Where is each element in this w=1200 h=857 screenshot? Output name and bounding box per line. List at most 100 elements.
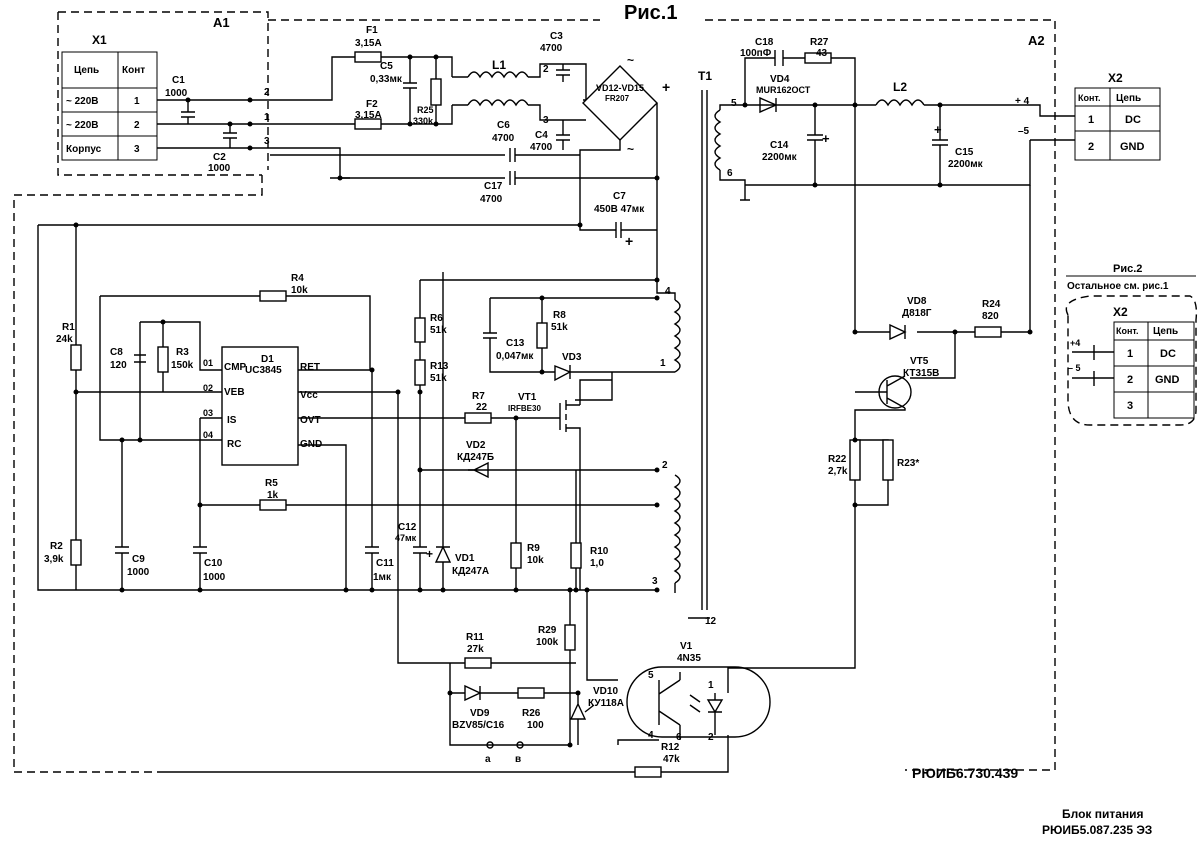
svg-text:FR207: FR207 bbox=[605, 94, 630, 103]
svg-text:C8: C8 bbox=[110, 347, 123, 358]
svg-text:51k: 51k bbox=[551, 322, 568, 333]
svg-text:100k: 100k bbox=[536, 637, 559, 648]
svg-text:GND: GND bbox=[1155, 374, 1180, 386]
svg-text:03: 03 bbox=[203, 408, 213, 418]
svg-text:1: 1 bbox=[1127, 348, 1133, 360]
block-a1-label: А1 bbox=[213, 15, 230, 30]
svg-text:2200мк: 2200мк bbox=[762, 152, 798, 163]
svg-text:~: ~ bbox=[627, 142, 634, 156]
output-section bbox=[719, 50, 1075, 693]
svg-text:R5: R5 bbox=[265, 478, 278, 489]
svg-text:R9: R9 bbox=[527, 543, 540, 554]
figure-title: Рис.1 bbox=[624, 2, 677, 24]
svg-text:47k: 47k bbox=[663, 754, 680, 765]
svg-text:C10: C10 bbox=[204, 558, 223, 569]
svg-text:1000: 1000 bbox=[203, 572, 226, 583]
svg-text:T1: T1 bbox=[698, 69, 712, 83]
svg-text:+ 4: + 4 bbox=[1015, 96, 1030, 107]
svg-text:24k: 24k bbox=[56, 334, 73, 345]
svg-text:R8: R8 bbox=[553, 310, 566, 321]
svg-text:L1: L1 bbox=[492, 58, 506, 72]
svg-text:R22: R22 bbox=[828, 454, 847, 465]
svg-text:R12: R12 bbox=[661, 742, 680, 753]
x1-cell: ~ 220В bbox=[66, 96, 99, 107]
svg-text:2: 2 bbox=[1127, 374, 1133, 386]
svg-text:22: 22 bbox=[476, 402, 488, 413]
document-code: РЮИБ6.730.439 bbox=[912, 765, 1018, 781]
svg-text:330k: 330k bbox=[413, 116, 434, 126]
input-filter bbox=[157, 51, 658, 280]
x1-cell: 1 bbox=[134, 96, 140, 107]
transformer-t1 bbox=[673, 90, 722, 610]
svg-text:+: + bbox=[662, 79, 670, 95]
svg-text:Д818Г: Д818Г bbox=[902, 308, 932, 319]
x1-cell: 2 bbox=[134, 120, 140, 131]
svg-text:X2: X2 bbox=[1113, 305, 1128, 319]
svg-text:C15: C15 bbox=[955, 147, 974, 158]
svg-text:RET: RET bbox=[300, 362, 320, 373]
control-section bbox=[37, 224, 729, 778]
svg-text:3,9k: 3,9k bbox=[44, 554, 64, 565]
svg-text:3: 3 bbox=[543, 115, 549, 126]
svg-text:450В 47мк: 450В 47мк bbox=[594, 204, 645, 215]
svg-text:C18: C18 bbox=[755, 37, 774, 48]
svg-text:–5: –5 bbox=[1018, 126, 1030, 137]
svg-text:C1: C1 bbox=[172, 75, 185, 86]
svg-text:– 5: – 5 bbox=[1068, 363, 1081, 373]
svg-text:C13: C13 bbox=[506, 338, 525, 349]
svg-text:КТ315В: КТ315В bbox=[903, 368, 939, 379]
svg-text:Конт.: Конт. bbox=[1116, 326, 1139, 336]
svg-text:2200мк: 2200мк bbox=[948, 159, 984, 170]
svg-text:C9: C9 bbox=[132, 554, 145, 565]
svg-text:Конт.: Конт. bbox=[1078, 93, 1101, 103]
svg-text:43: 43 bbox=[816, 48, 828, 59]
footer-code: РЮИБ5.087.235 ЭЗ bbox=[1042, 823, 1152, 837]
svg-text:VT1: VT1 bbox=[518, 392, 537, 403]
svg-text:1000: 1000 bbox=[127, 567, 150, 578]
svg-text:4: 4 bbox=[665, 286, 671, 297]
svg-text:+4: +4 bbox=[1070, 338, 1080, 348]
svg-text:51k: 51k bbox=[430, 325, 447, 336]
svg-text:R24: R24 bbox=[982, 299, 1001, 310]
svg-text:47мк: 47мк bbox=[395, 533, 417, 543]
svg-text:+: + bbox=[822, 131, 830, 146]
svg-text:5: 5 bbox=[648, 670, 654, 681]
svg-text:R11: R11 bbox=[466, 632, 484, 643]
svg-text:VD10: VD10 bbox=[593, 686, 618, 697]
x1-table: Цепь Конт ~ 220В 1 ~ 220В 2 Корпус 3 bbox=[61, 51, 158, 161]
svg-text:R25: R25 bbox=[417, 105, 434, 115]
svg-text:MUR162ОСТ: MUR162ОСТ bbox=[756, 85, 811, 95]
svg-text:R3: R3 bbox=[176, 347, 189, 358]
svg-text:820: 820 bbox=[982, 311, 999, 322]
footer-title: Блок питания bbox=[1062, 807, 1144, 821]
svg-text:VD9: VD9 bbox=[470, 708, 490, 719]
svg-text:4700: 4700 bbox=[540, 43, 563, 54]
svg-text:DC: DC bbox=[1160, 348, 1176, 360]
svg-text:C7: C7 bbox=[613, 191, 626, 202]
svg-text:R1: R1 bbox=[62, 322, 75, 333]
svg-text:C3: C3 bbox=[550, 31, 563, 42]
svg-text:02: 02 bbox=[203, 383, 213, 393]
svg-text:C6: C6 bbox=[497, 120, 510, 131]
svg-text:4700: 4700 bbox=[530, 142, 553, 153]
svg-text:1: 1 bbox=[1088, 114, 1094, 126]
x1-cell: 3 bbox=[134, 144, 140, 155]
svg-text:3: 3 bbox=[264, 136, 270, 147]
svg-text:VD2: VD2 bbox=[466, 440, 486, 451]
svg-text:2: 2 bbox=[708, 732, 714, 743]
svg-text:C14: C14 bbox=[770, 140, 789, 151]
svg-text:0,047мк: 0,047мк bbox=[496, 351, 534, 362]
x1-cell: ~ 220В bbox=[66, 120, 99, 131]
svg-text:3: 3 bbox=[652, 576, 658, 587]
svg-text:~: ~ bbox=[627, 53, 634, 67]
x1-header-circuit: Цепь bbox=[74, 65, 99, 76]
svg-text:F2: F2 bbox=[366, 99, 378, 110]
svg-text:6: 6 bbox=[727, 168, 733, 179]
svg-text:1: 1 bbox=[708, 680, 714, 691]
svg-text:1мк: 1мк bbox=[373, 572, 392, 583]
svg-text:5: 5 bbox=[731, 98, 737, 109]
svg-text:12: 12 bbox=[705, 616, 717, 627]
block-a2-label: А2 bbox=[1028, 33, 1045, 48]
svg-text:Цепь: Цепь bbox=[1153, 326, 1178, 337]
